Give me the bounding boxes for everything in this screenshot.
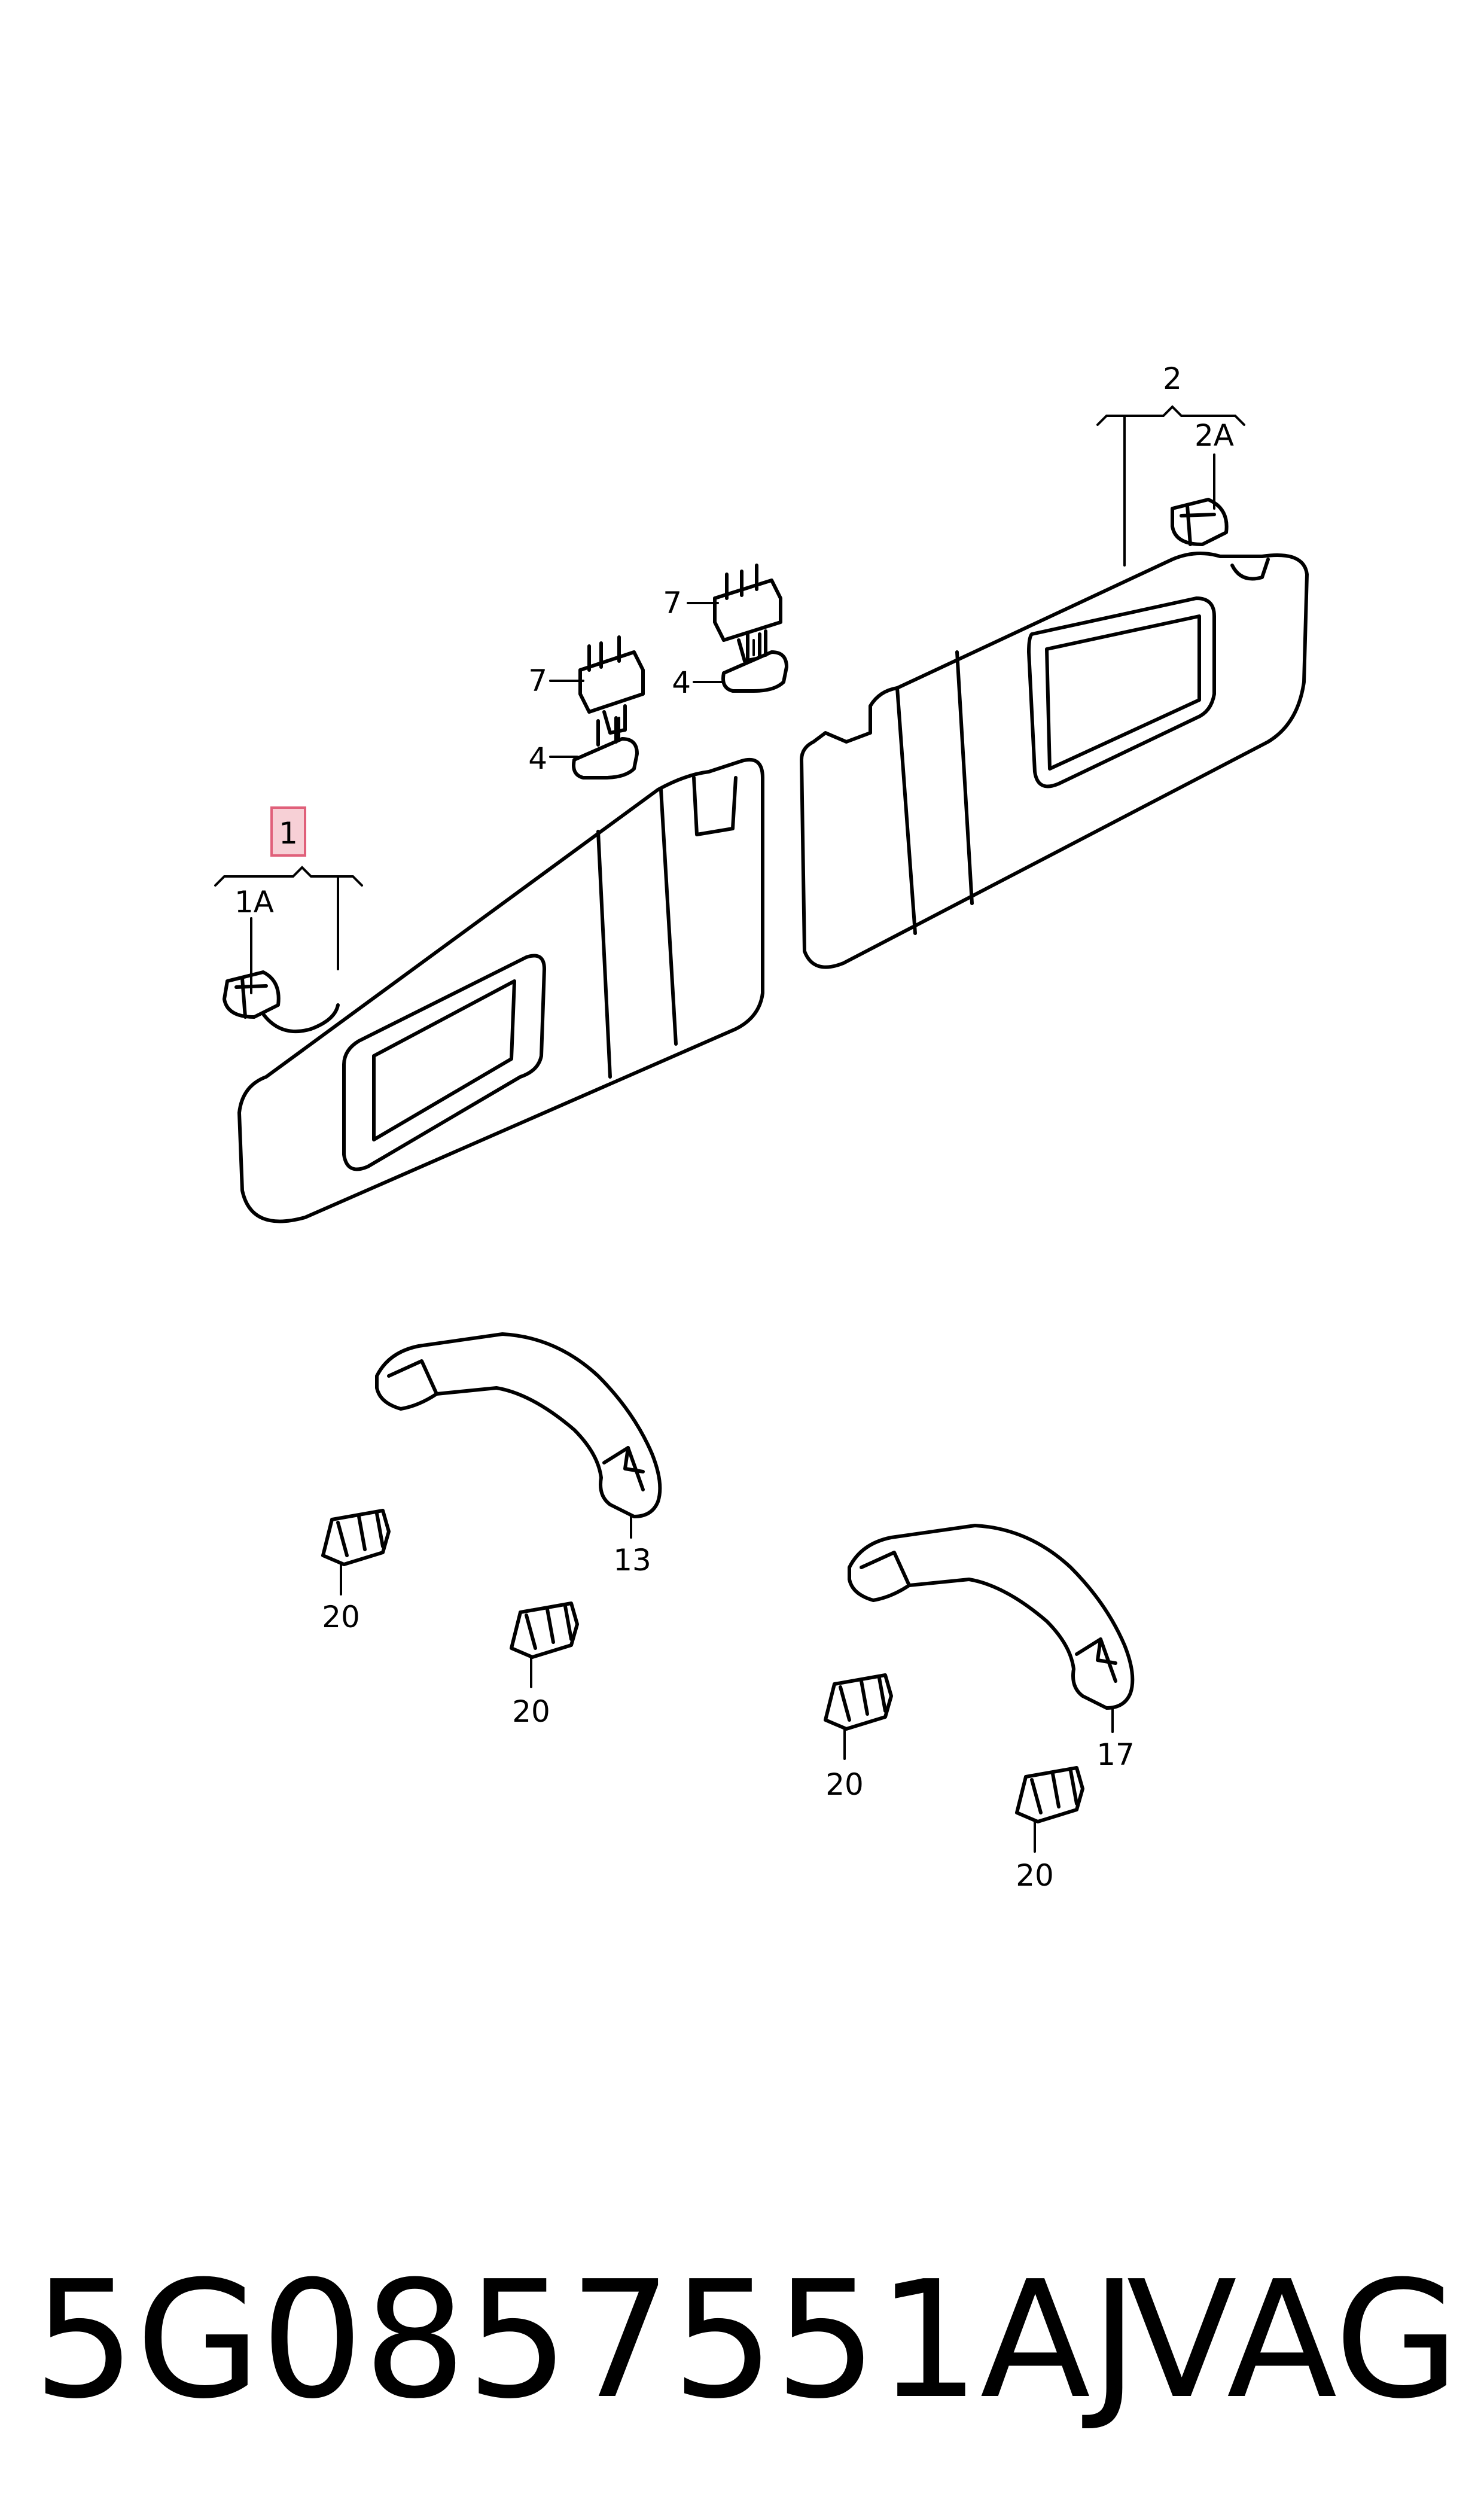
callout-7-upper[interactable]: 7 (663, 586, 682, 620)
callout-20-b[interactable]: 20 (512, 1694, 550, 1729)
grab-handle-13 (375, 1332, 662, 1518)
callout-1-highlight (270, 806, 306, 857)
clip-7-upper (713, 564, 782, 663)
callout-20-a[interactable]: 20 (322, 1600, 360, 1634)
callout-20-c[interactable]: 20 (825, 1767, 864, 1802)
callout-4-lower[interactable]: 4 (528, 741, 547, 776)
grab-handle-17 (848, 1524, 1135, 1710)
sun-visor-right (800, 552, 1309, 969)
leader-lines (214, 405, 1245, 1853)
callout-7-lower[interactable]: 7 (528, 663, 547, 698)
holder-4-lower (572, 716, 639, 780)
part-number: 5G0857551AJ (33, 2246, 1138, 2434)
clip-20-a (321, 1509, 391, 1566)
callout-4-upper[interactable]: 4 (672, 665, 691, 700)
clip-7-lower (578, 635, 645, 735)
visor-hinge-right (1171, 498, 1229, 546)
visor-hinge-left (223, 970, 281, 1019)
callout-13[interactable]: 13 (613, 1543, 651, 1578)
clip-20-b (510, 1601, 579, 1659)
clip-20-d (1015, 1766, 1084, 1823)
callout-17[interactable]: 17 (1096, 1737, 1135, 1772)
callout-1[interactable]: 1 (279, 816, 298, 851)
brand-label: VAG (1126, 2246, 1459, 2434)
holder-4-upper (721, 629, 788, 693)
clip-20-c (824, 1673, 893, 1731)
callout-2a[interactable]: 2A (1194, 418, 1234, 453)
callout-1a[interactable]: 1A (234, 885, 274, 919)
callout-20-d[interactable]: 20 (1016, 1858, 1054, 1893)
callout-2[interactable]: 2 (1163, 361, 1182, 396)
sun-visor-left (237, 757, 764, 1223)
